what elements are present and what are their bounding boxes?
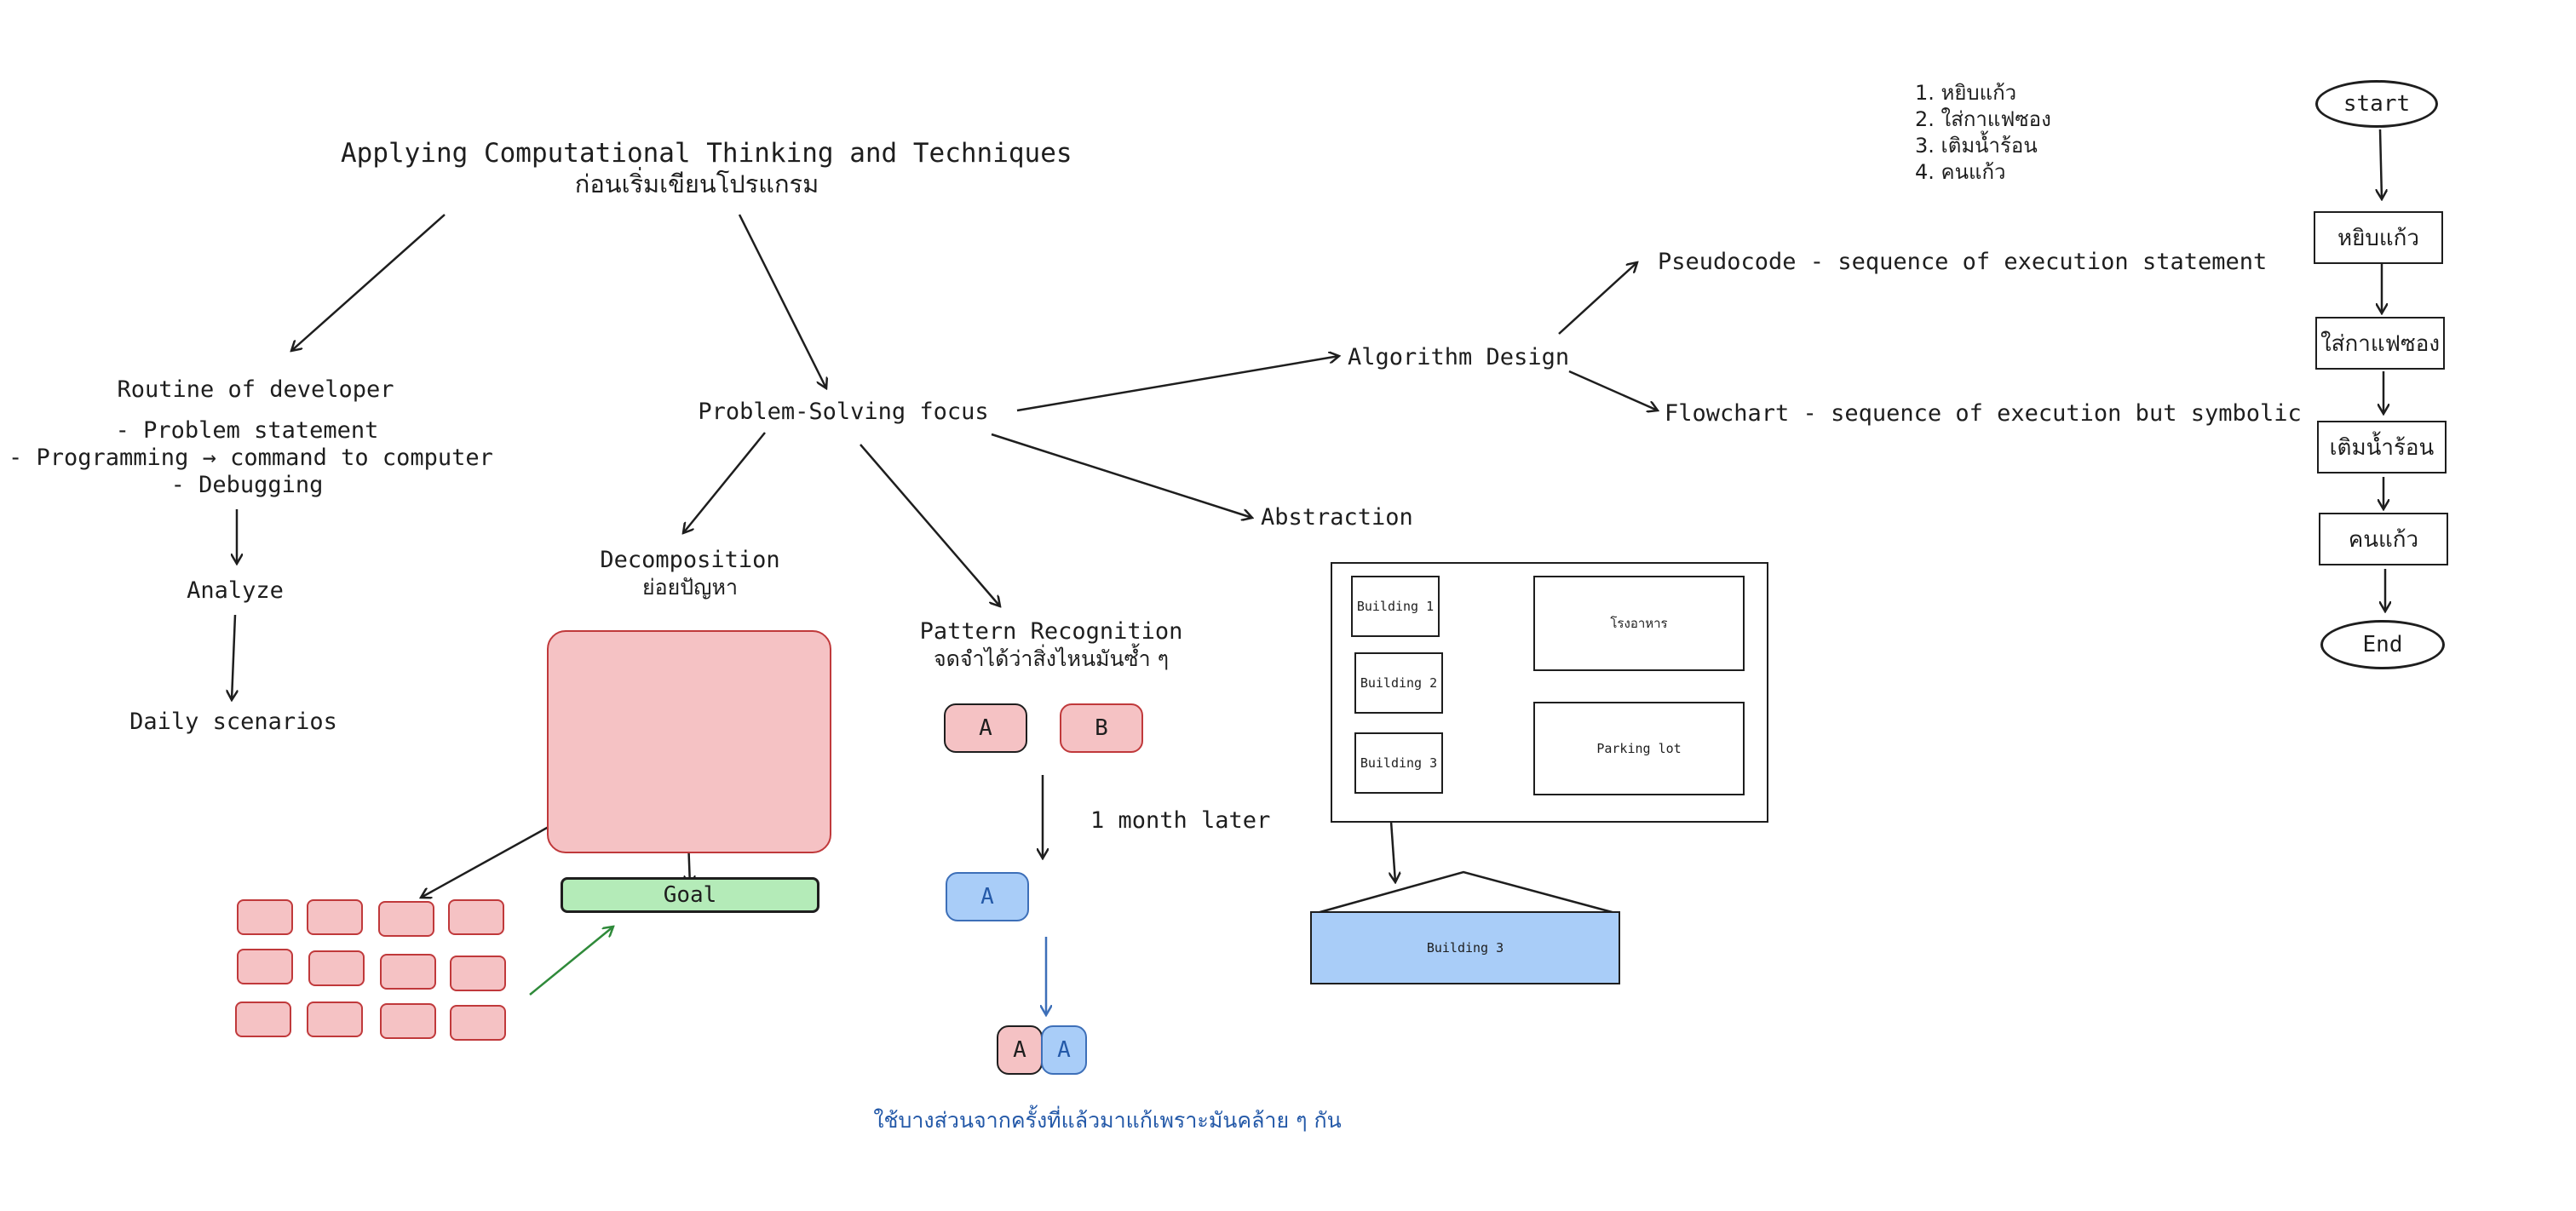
problem-solving-label: Problem-Solving focus	[698, 399, 989, 425]
brick	[235, 1002, 291, 1037]
pattern-blue-a: A	[946, 872, 1029, 921]
pattern-pair-a1: A	[997, 1025, 1043, 1075]
routine-item-debugging: - Debugging	[170, 472, 324, 498]
map-canteen: โรงอาหาร	[1533, 576, 1745, 671]
arrow-algorithm-to-pseudocode	[1558, 262, 1637, 335]
arrow-analyze-to-daily	[232, 614, 235, 700]
brick	[450, 1005, 506, 1041]
arrow-problem-to-abstraction	[991, 433, 1252, 518]
map-building-2: Building 2	[1354, 652, 1443, 714]
arrow-problem-to-algorithm	[1016, 356, 1339, 412]
flow-node-1: หยิบแก้ว	[2314, 211, 2443, 264]
brick	[307, 1002, 363, 1037]
pattern-box-b-label: B	[1095, 715, 1108, 741]
map-building-1: Building 1	[1351, 576, 1440, 637]
flow-start-label: start	[2343, 91, 2411, 117]
flow-start: start	[2315, 80, 2438, 128]
map-parking-lot-label: Parking lot	[1596, 741, 1682, 756]
abstraction-label: Abstraction	[1261, 504, 1413, 531]
pattern-box-a-label: A	[979, 715, 992, 741]
brick	[307, 899, 363, 935]
big-problem-box	[547, 630, 831, 853]
daily-scenarios-label: Daily scenarios	[129, 709, 337, 735]
pattern-pair-a2: A	[1041, 1025, 1087, 1075]
map-building-1-label: Building 1	[1356, 599, 1435, 614]
flowchart-label: Flowchart - sequence of execution but sy…	[1665, 400, 2302, 427]
goal-label: Goal	[663, 882, 717, 908]
arrow-problem-to-decomposition	[683, 432, 766, 533]
pattern-pair-a1-label: A	[1013, 1037, 1026, 1063]
map-building-3-label: Building 3	[1360, 755, 1438, 771]
routine-item-programming: - Programming → command to computer	[9, 445, 493, 471]
brick	[237, 899, 293, 935]
brick	[448, 899, 504, 935]
pattern-blue-a-label: A	[980, 884, 994, 910]
flow-end: End	[2320, 620, 2445, 669]
arrow-title-to-routine	[291, 214, 446, 351]
pattern-box-a: A	[944, 703, 1027, 753]
pseudocode-label: Pseudocode - sequence of execution state…	[1658, 249, 2268, 275]
routine-heading: Routine of developer	[117, 376, 394, 403]
step-1: 1. หยิบแก้ว	[1915, 81, 2017, 105]
flow-node-2-label: ใส่กาแฟซอง	[2320, 330, 2441, 357]
pattern-caption: ใช้บางส่วนจากครั้งที่แล้วมาแก้เพราะมันคล…	[873, 1108, 1342, 1133]
brick	[380, 1003, 436, 1039]
decomposition-label: Decomposition	[600, 547, 780, 573]
brick	[380, 954, 436, 990]
flow-node-3: เติมน้ำร้อน	[2317, 421, 2447, 473]
map-parking-lot: Parking lot	[1533, 702, 1745, 795]
arrow-algorithm-to-flowchart	[1568, 370, 1658, 410]
flow-node-4-label: คนแก้ว	[2348, 526, 2419, 553]
brick	[378, 901, 434, 937]
arrow-bricks-to-goal	[529, 927, 613, 996]
building-roof	[1316, 870, 1616, 915]
brick	[237, 949, 293, 984]
analyze-label: Analyze	[187, 577, 284, 604]
step-2: 2. ใส่กาแฟซอง	[1915, 107, 2051, 131]
flow-node-2: ใส่กาแฟซอง	[2315, 317, 2445, 370]
main-title: Applying Computational Thinking and Tech…	[341, 138, 1072, 169]
arrow-start-to-n1	[2380, 129, 2382, 199]
decomposition-sub: ย่อยปัญหา	[642, 575, 738, 600]
flow-node-1-label: หยิบแก้ว	[2337, 225, 2419, 251]
brick	[308, 950, 365, 986]
arrow-title-to-problem	[738, 214, 826, 388]
main-subtitle: ก่อนเริ่มเขียนโปรแกรม	[574, 169, 819, 198]
flow-node-3-label: เติมน้ำร้อน	[2329, 434, 2435, 461]
map-canteen-label: โรงอาหาร	[1610, 616, 1668, 631]
abstract-building-3: Building 3	[1310, 911, 1620, 984]
step-4: 4. คนแก้ว	[1915, 160, 2006, 184]
flow-node-4: คนแก้ว	[2319, 513, 2448, 565]
map-building-2-label: Building 2	[1360, 675, 1438, 691]
map-building-3: Building 3	[1354, 732, 1443, 794]
brick	[450, 956, 506, 991]
pattern-box-b: B	[1060, 703, 1143, 753]
flow-end-label: End	[2362, 632, 2403, 657]
step-3: 3. เติมน้ำร้อน	[1915, 134, 2038, 158]
arrow-problem-to-pattern	[860, 444, 1000, 606]
pattern-sub: จดจำได้ว่าสิ่งไหนมันซ้ำ ๆ	[933, 646, 1169, 671]
pattern-label: Pattern Recognition	[919, 618, 1183, 645]
one-month-later-label: 1 month later	[1090, 807, 1271, 834]
algorithm-label: Algorithm Design	[1348, 344, 1570, 370]
routine-item-problem: - Problem statement	[115, 417, 379, 444]
abstract-building-3-label: Building 3	[1426, 940, 1504, 956]
pattern-pair-a2-label: A	[1057, 1037, 1071, 1063]
goal-box: Goal	[561, 877, 819, 913]
